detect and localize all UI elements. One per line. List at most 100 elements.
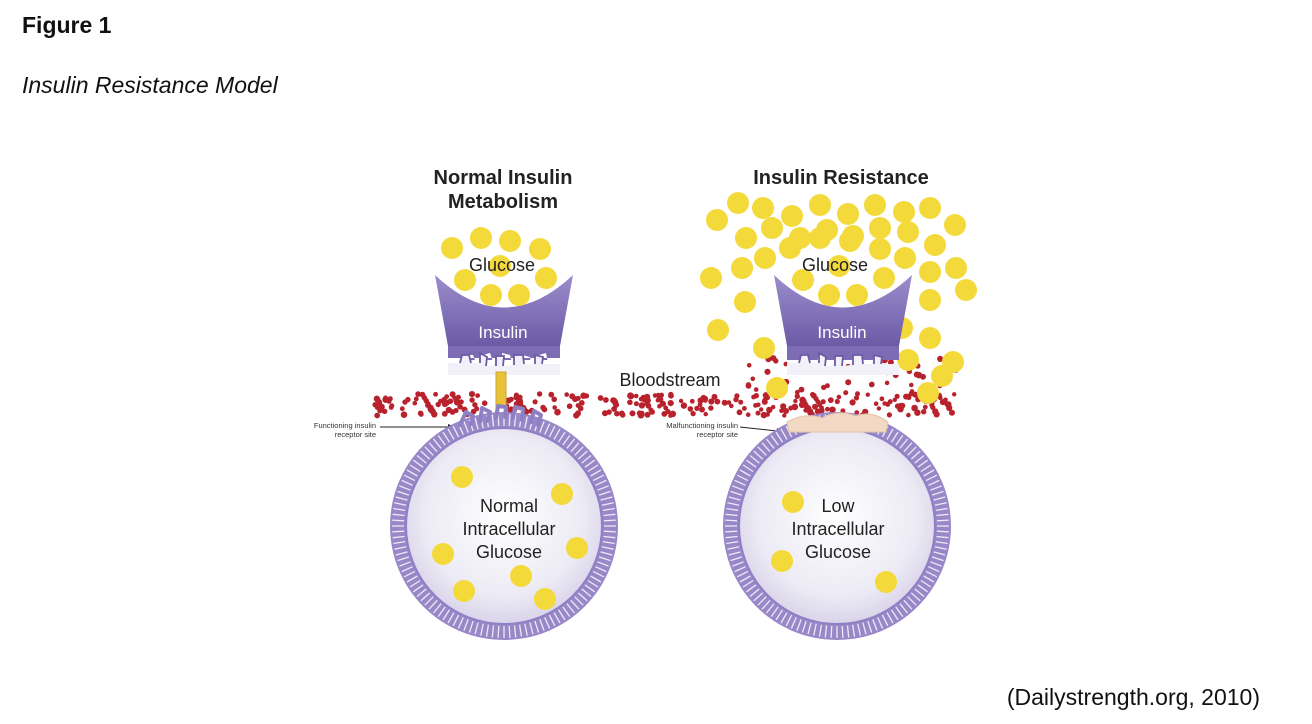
membrane-lipid	[739, 469, 751, 477]
blood-cell	[449, 391, 456, 398]
membrane-lipid	[881, 614, 889, 627]
membrane-lipid	[548, 425, 556, 438]
blood-cell	[507, 407, 513, 413]
membrane-lipid	[895, 435, 904, 446]
membrane-lipid	[590, 469, 602, 477]
blood-cell	[887, 359, 894, 366]
blood-cell	[413, 396, 419, 402]
membrane-lipid	[749, 454, 760, 464]
glucose-molecule	[782, 491, 804, 513]
membrane-lipid	[930, 561, 942, 567]
blood-cell	[708, 398, 715, 405]
membrane-lipid	[899, 603, 909, 614]
blood-cell	[746, 363, 752, 368]
blood-cell	[412, 400, 418, 406]
blood-cell	[678, 398, 684, 404]
blood-cell	[399, 406, 405, 412]
left-intracellular-glucose	[432, 466, 588, 610]
right-glucose-in-insulin	[779, 227, 895, 306]
glucose-molecule	[752, 197, 774, 219]
blood-cell	[829, 406, 836, 413]
membrane-lipid	[931, 490, 944, 496]
blood-cell	[441, 410, 448, 417]
membrane-lipid	[437, 435, 446, 446]
blood-cell	[726, 400, 732, 405]
membrane-lipid	[903, 442, 913, 453]
blood-cell	[736, 409, 743, 416]
blood-cell	[606, 409, 612, 415]
blood-cell	[884, 380, 890, 386]
blood-cell	[687, 406, 694, 412]
blood-cell	[886, 412, 893, 418]
membrane-lipid	[601, 502, 614, 506]
glucose-molecule	[919, 261, 941, 283]
blood-cell	[481, 400, 488, 406]
membrane-lipid	[416, 588, 427, 598]
blood-cell	[794, 389, 800, 395]
functioning-receptor-label-line2: receptor site	[335, 430, 376, 439]
blood-cell	[855, 391, 860, 397]
right-insulin-label: Insulin	[817, 323, 866, 342]
blood-cell	[415, 391, 421, 397]
membrane-lipid	[566, 603, 576, 614]
membrane-lipid	[780, 612, 788, 624]
membrane-lipid	[785, 614, 793, 627]
membrane-lipid	[895, 606, 904, 617]
glucose-molecule	[931, 365, 953, 387]
membrane-lipid	[553, 612, 561, 624]
blood-cell	[667, 400, 674, 407]
membrane-lipid	[753, 592, 764, 602]
blood-cell	[564, 392, 569, 397]
membrane-lipid	[813, 623, 817, 636]
glucose-molecule	[753, 337, 775, 359]
blood-cell	[569, 393, 576, 400]
blood-cell	[945, 401, 952, 408]
membrane-lipid	[548, 614, 556, 627]
blood-cell	[894, 393, 900, 399]
membrane-lipid	[397, 490, 410, 496]
membrane-lipid	[409, 579, 421, 588]
glucose-molecule	[837, 203, 859, 225]
blood-cell	[742, 406, 747, 411]
blood-cell	[552, 405, 557, 410]
membrane-lipid	[592, 474, 605, 482]
membrane-lipid	[928, 479, 940, 486]
figure-citation: (Dailystrength.org, 2010)	[1006, 684, 1260, 710]
blood-cell	[633, 401, 639, 407]
membrane-lipid	[920, 464, 932, 473]
blood-cell	[597, 395, 604, 401]
left-cell-label-line1: Normal	[480, 496, 538, 516]
glucose-molecule	[480, 284, 502, 306]
blood-cell	[798, 401, 806, 408]
blood-cell	[949, 409, 955, 416]
glucose-molecule	[441, 237, 463, 259]
blood-cell	[909, 382, 914, 388]
membrane-lipid	[457, 617, 464, 629]
membrane-lipid	[933, 551, 946, 556]
blood-cell	[821, 384, 827, 391]
blood-cell	[644, 411, 651, 418]
membrane-lipid	[403, 570, 416, 578]
glucose-molecule	[897, 221, 919, 243]
membrane-lipid	[807, 622, 812, 635]
membrane-lipid	[725, 513, 738, 517]
blood-cell	[818, 407, 825, 414]
blood-cell	[400, 411, 408, 419]
blood-cell	[762, 392, 770, 399]
membrane-lipid	[392, 519, 405, 522]
blood-cell	[820, 399, 826, 405]
blood-cell	[879, 396, 885, 402]
membrane-lipid	[574, 596, 584, 606]
membrane-lipid	[846, 625, 850, 638]
membrane-lipid	[600, 496, 613, 501]
membrane-lipid	[928, 566, 940, 573]
glucose-molecule	[551, 483, 573, 505]
blood-cell	[575, 395, 581, 401]
malfunctioning-receptor-site	[786, 412, 889, 433]
right-cell-label-line2: Intracellular	[791, 519, 884, 539]
membrane-lipid	[934, 546, 947, 550]
membrane-lipid	[725, 530, 738, 533]
membrane-lipid	[726, 540, 739, 545]
membrane-lipid	[775, 609, 784, 621]
membrane-lipid	[428, 599, 438, 610]
